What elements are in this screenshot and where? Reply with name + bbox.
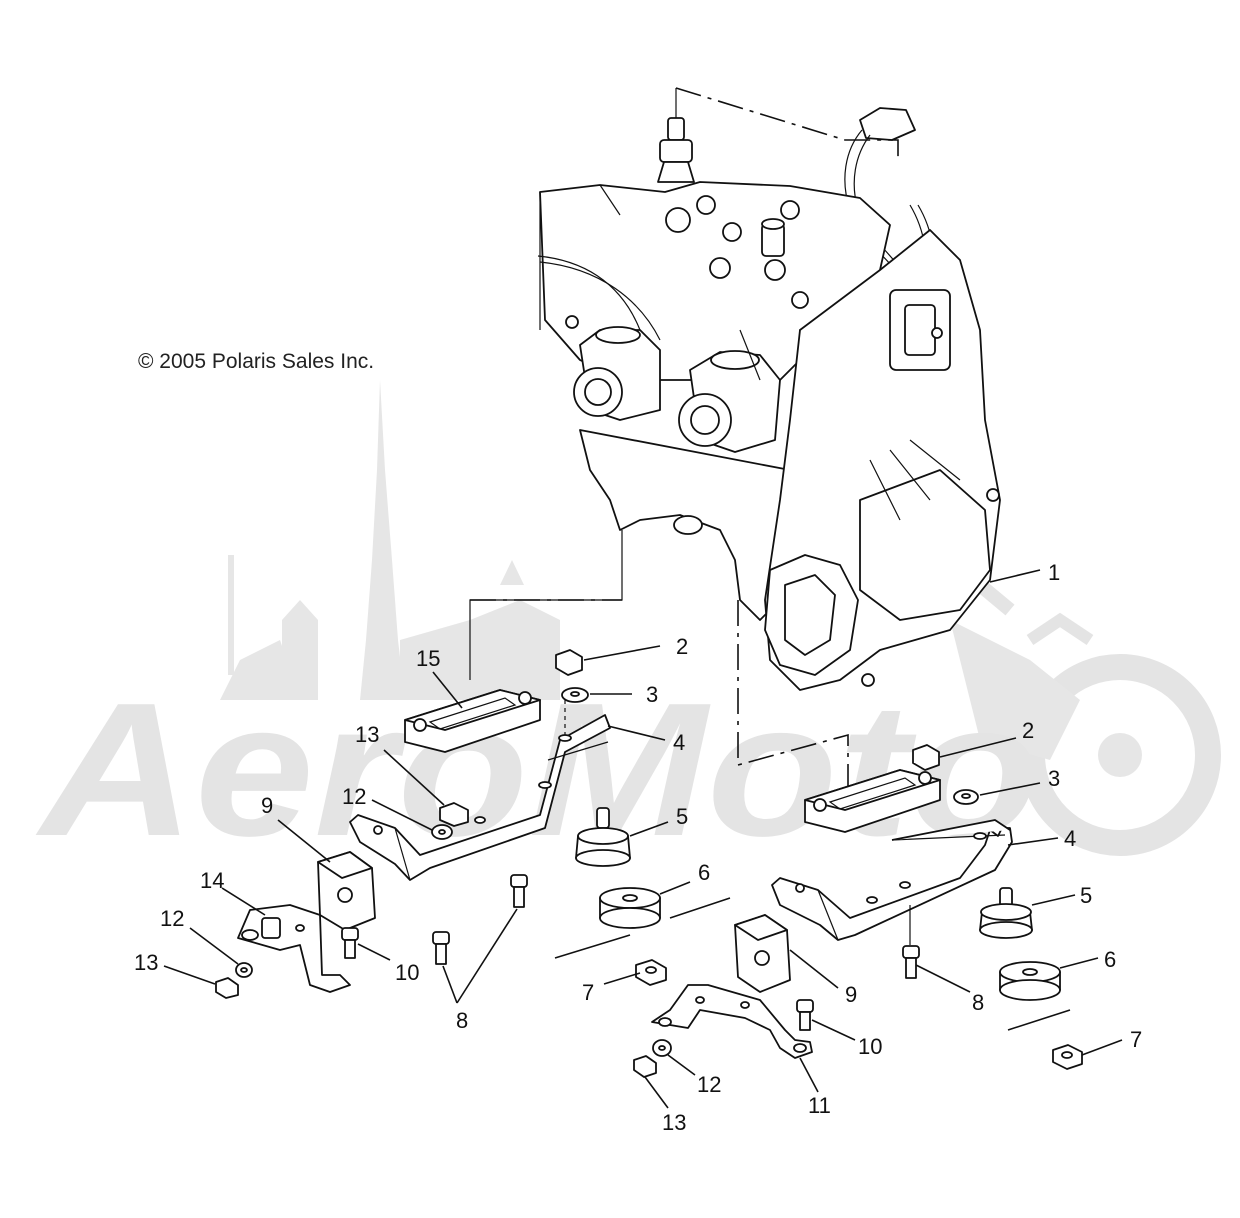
engine-mount-bracket-right [771,819,1013,941]
callout-14: 14 [200,868,224,893]
bolt-set-left [432,874,528,965]
callout-2: 2 [1022,718,1034,743]
callout-7: 7 [1130,1027,1142,1052]
callout-8: 8 [972,990,984,1015]
callout-7: 7 [582,980,594,1005]
callout-10: 10 [858,1034,882,1059]
rubber-mount-left [575,807,631,867]
callout-6: 6 [698,860,710,885]
rubber-puck-right [999,961,1061,1001]
callout-9: 9 [845,982,857,1007]
callout-12: 12 [697,1072,721,1097]
engine-assembly [469,87,1001,691]
callout-4: 4 [673,730,685,755]
copyright-text: © 2005 Polaris Sales Inc. [138,350,375,373]
callout-11: 11 [808,1093,831,1118]
bracket-11 [651,984,813,1059]
callout-4: 4 [1064,826,1076,851]
callout-8: 8 [456,1008,468,1033]
bracket-14 [237,904,351,993]
rubber-puck-left [599,887,661,929]
callout-13: 13 [134,950,158,975]
callout-5: 5 [1080,883,1092,908]
engine-mount-bracket-left [349,714,611,881]
mount-block-right [734,914,791,993]
slotted-spacer-right [804,769,941,833]
callout-3: 3 [1048,766,1060,791]
slotted-spacer-left [404,689,541,753]
callout-1: 1 [1048,560,1060,585]
callout-6: 6 [1104,947,1116,972]
callout-9: 9 [261,793,273,818]
callout-3: 3 [646,682,658,707]
callout-5: 5 [676,804,688,829]
mount-block-left [317,851,376,931]
callout-12: 12 [160,906,184,931]
callout-13: 13 [662,1110,686,1135]
callout-10: 10 [395,960,419,985]
callout-12: 12 [342,784,366,809]
rubber-mount-right [979,887,1033,939]
callout-2: 2 [676,634,688,659]
callout-15: 15 [416,646,440,671]
callout-13: 13 [355,722,379,747]
